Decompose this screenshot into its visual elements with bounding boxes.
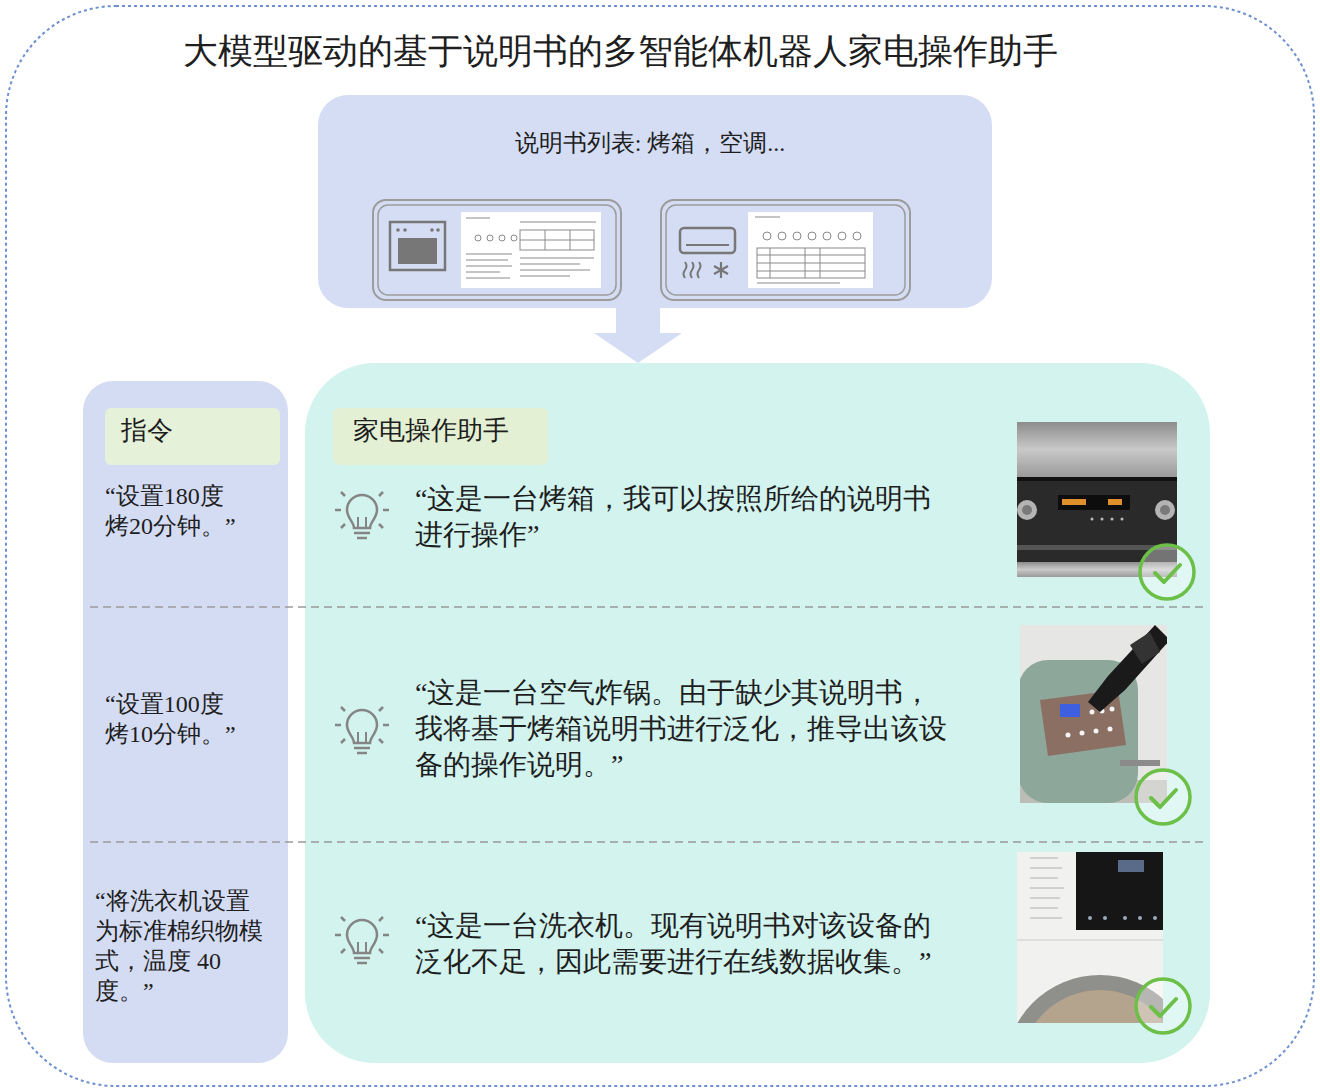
instruction-text: “设置100度烤10分钟。” <box>105 689 245 749</box>
lightbulb-icons <box>335 492 389 963</box>
heading-pill: 家电操作助手 <box>333 408 548 465</box>
assistant-panel: “这是一台烤箱，我可以按照所给的说明书进行操作” “这是一台空气炸锅。由于缺少其说… <box>305 363 1210 1063</box>
check-mark <box>1136 770 1190 824</box>
assistant-reply: “这是一台空气炸锅。由于缺少其说明书，我将基于烤箱说明书进行泛化，推导出该设备的… <box>415 675 955 783</box>
manual-list-panel: 说明书列表: 烤箱，空调... <box>318 95 992 308</box>
pill-label: 指令 <box>121 408 173 453</box>
text-slot: “这是一台烤箱，我可以按照所给的说明书进行操作” <box>415 481 955 553</box>
check-mark <box>1136 979 1190 1033</box>
panel-heading: 说明书列表: 烤箱，空调... <box>318 127 982 159</box>
separator-lines <box>90 607 1205 842</box>
pill-label: 家电操作助手 <box>353 408 509 453</box>
check-mark <box>1140 545 1194 599</box>
assistant-reply: “这是一台洗衣机。现有说明书对该设备的泛化不足，因此需要进行在线数据收集。” <box>415 908 955 980</box>
text-slot: 大模型驱动的基于说明书的多智能体机器人家电操作助手 <box>0 30 1240 74</box>
air-fryer-photo <box>1020 625 1167 803</box>
instruction-panel: “设置180度烤20分钟。” “设置100度烤10分钟。” “将洗衣机设置为标准棉织… <box>83 381 288 1063</box>
heading-pill: 指令 <box>105 408 280 465</box>
text-slot: 指令 <box>121 408 173 453</box>
oven-photo <box>1017 422 1177 577</box>
text-slot: “设置180度烤20分钟。” <box>105 481 245 541</box>
washing-machine-photo <box>1017 852 1163 1023</box>
text-slot: “这是一台洗衣机。现有说明书对该设备的泛化不足，因此需要进行在线数据收集。” <box>415 908 955 980</box>
text-slot: “设置100度烤10分钟。” <box>105 689 245 749</box>
text-slot: 家电操作助手 <box>353 408 509 453</box>
instruction-text: “设置180度烤20分钟。” <box>105 481 245 541</box>
dashed-frame <box>6 6 1314 1086</box>
ac-manual-card <box>661 200 910 300</box>
text-slot: “将洗衣机设置为标准棉织物模式，温度 40度。” <box>95 886 273 1006</box>
oven-manual-card <box>373 200 621 300</box>
diagram-title: 大模型驱动的基于说明书的多智能体机器人家电操作助手 <box>0 30 1240 74</box>
assistant-reply: “这是一台烤箱，我可以按照所给的说明书进行操作” <box>415 481 955 553</box>
instruction-text: “将洗衣机设置为标准棉织物模式，温度 40度。” <box>95 886 273 1006</box>
text-slot: “这是一台空气炸锅。由于缺少其说明书，我将基于烤箱说明书进行泛化，推导出该设备的… <box>415 675 955 783</box>
text-slot: 说明书列表: 烤箱，空调... <box>318 127 982 159</box>
block-arrow <box>594 308 682 363</box>
